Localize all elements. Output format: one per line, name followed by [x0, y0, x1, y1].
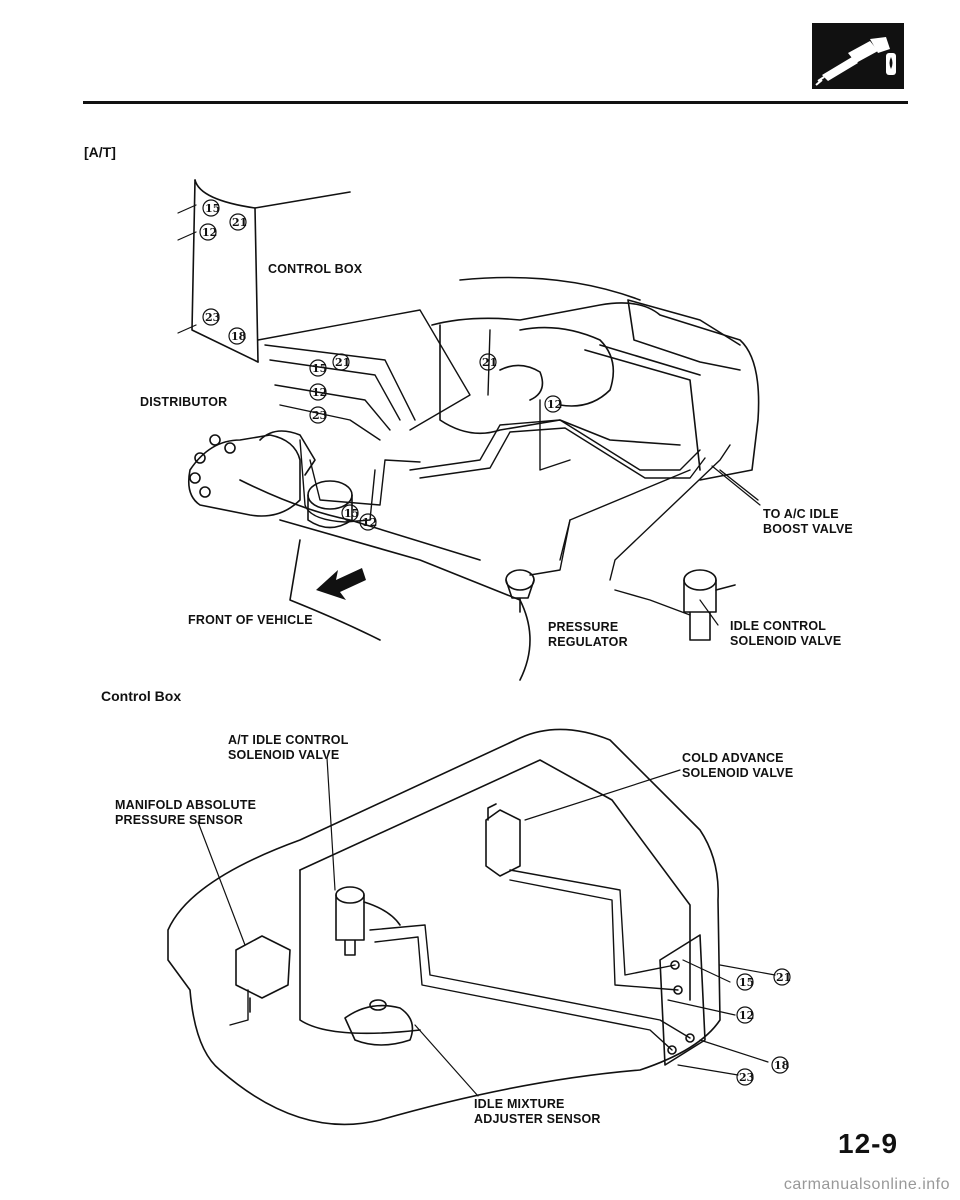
fuel-injector-icon — [812, 23, 904, 89]
label-map-sensor: MANIFOLD ABSOLUTE PRESSURE SENSOR — [115, 798, 257, 827]
callout: 23 — [205, 311, 220, 324]
label-front-of-vehicle: FRONT OF VEHICLE — [188, 613, 313, 627]
header-rule — [83, 101, 908, 104]
pressure-regulator — [505, 569, 535, 613]
callout: 12 — [362, 516, 377, 529]
callout-numbers: 15 21 12 23 18 15 21 12 23 21 12 15 12 1… — [199, 199, 791, 1086]
callout: 21 — [482, 356, 497, 369]
control-box-hoses — [229, 869, 691, 1051]
callout: 21 — [335, 356, 350, 369]
control-box-tray — [167, 728, 721, 1126]
label-pressure-regulator: PRESSURE REGULATOR — [548, 620, 628, 649]
callout: 21 — [776, 971, 791, 984]
label-idle-control-solenoid-valve: IDLE CONTROL SOLENOID VALVE — [730, 619, 842, 648]
leader-lines-top — [177, 204, 761, 626]
callout: 18 — [231, 330, 247, 343]
callout: 23 — [312, 409, 327, 422]
callout: 15 — [205, 202, 220, 215]
cold-advance-solenoid — [485, 803, 521, 877]
callout: 15 — [739, 976, 754, 989]
label-cold-advance-solenoid: COLD ADVANCE SOLENOID VALVE — [682, 751, 794, 780]
section-control-box: Control Box — [101, 688, 182, 704]
label-ac-idle-boost-valve: TO A/C IDLE BOOST VALVE — [763, 507, 853, 536]
map-sensor — [235, 935, 291, 1013]
callout: 12 — [739, 1009, 754, 1022]
distributor — [187, 430, 316, 517]
callout: 15 — [344, 507, 359, 520]
page-number: 12-9 — [838, 1128, 899, 1159]
charcoal-canister — [307, 480, 353, 529]
callout: 18 — [774, 1059, 790, 1072]
at-idle-control-solenoid — [335, 886, 401, 956]
control-box-outline — [191, 179, 351, 363]
callout: 12 — [312, 386, 327, 399]
callout: 12 — [547, 398, 562, 411]
label-at-idle-control-solenoid: A/T IDLE CONTROL SOLENOID VALVE — [228, 733, 349, 762]
callout: 21 — [232, 216, 247, 229]
engine-assembly — [239, 276, 760, 681]
label-idle-mixture-adjuster-sensor: IDLE MIXTURE ADJUSTER SENSOR — [474, 1097, 601, 1126]
label-control-box: CONTROL BOX — [268, 262, 363, 276]
section-tag: [A/T] — [84, 144, 116, 160]
label-distributor: DISTRIBUTOR — [140, 395, 228, 409]
idle-mixture-sensor — [344, 999, 414, 1046]
callout: 15 — [312, 362, 327, 375]
vacuum-hoses — [257, 309, 759, 616]
front-of-vehicle-arrow-icon — [316, 568, 366, 600]
idle-control-solenoid — [683, 569, 736, 641]
watermark: carmanualsonline.info — [783, 1176, 950, 1193]
callout: 12 — [202, 226, 217, 239]
callout: 23 — [739, 1071, 754, 1084]
leader-lines-bottom — [197, 757, 776, 1097]
